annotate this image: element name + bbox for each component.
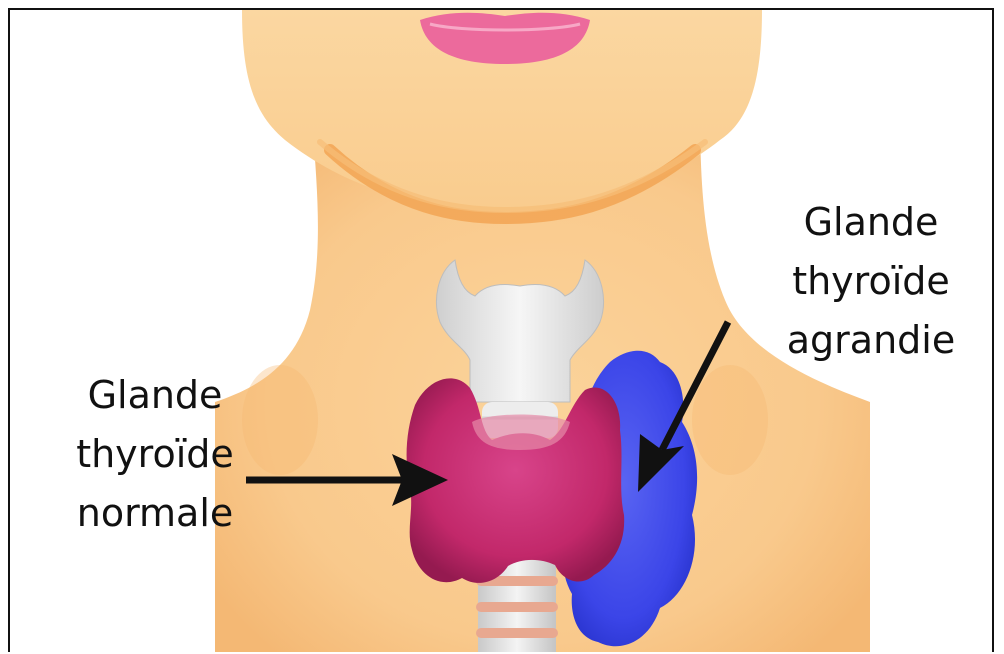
normal-thyroid-label: Glande thyroïde normale bbox=[50, 366, 260, 543]
enlarged-label-line-3: agrandie bbox=[766, 311, 976, 370]
normal-label-line-3: normale bbox=[50, 484, 260, 543]
enlarged-label-line-2: thyroïde bbox=[766, 252, 976, 311]
diagram-frame: Glande thyroïde normale Glande thyroïde … bbox=[8, 8, 994, 652]
enlarged-thyroid-label: Glande thyroïde agrandie bbox=[766, 193, 976, 370]
normal-label-line-2: thyroïde bbox=[50, 425, 260, 484]
normal-label-line-1: Glande bbox=[50, 366, 260, 425]
enlarged-label-line-1: Glande bbox=[766, 193, 976, 252]
